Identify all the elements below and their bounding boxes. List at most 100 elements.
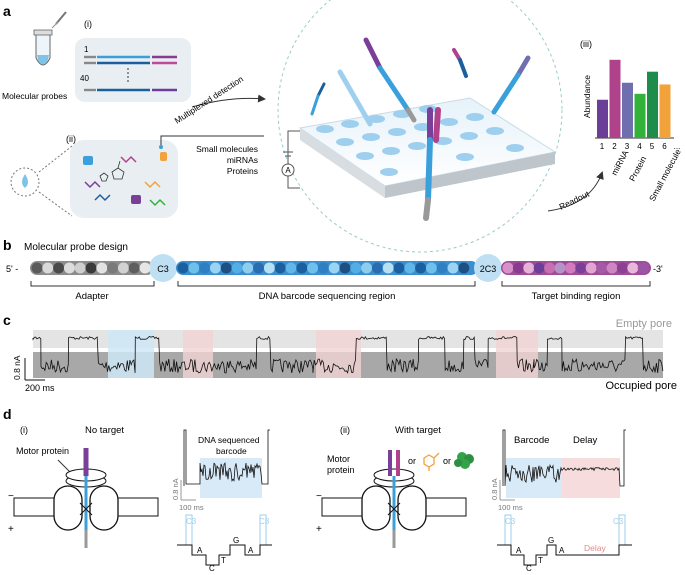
protein-icon [454, 452, 474, 469]
barcode-bead [371, 262, 383, 274]
panel-c-label: c [3, 312, 11, 328]
motor-label-ii-2: protein [327, 465, 355, 475]
droplet-icon [10, 167, 40, 197]
target-bead [606, 262, 618, 274]
bar-2 [609, 59, 621, 138]
step-i-0: A [197, 546, 203, 555]
readout-arrow [547, 171, 604, 212]
analyte-proteins: Proteins [227, 166, 258, 176]
d1-scale-ms: 100 ms [179, 503, 204, 512]
sub-i-label: (i) [84, 19, 92, 29]
d2-scale-nA: 0.8 nA [490, 478, 499, 500]
zoom-line-1 [38, 145, 73, 173]
highlight-pink-1 [183, 330, 213, 378]
dna-sequenced-label-2: barcode [216, 446, 247, 456]
adapter-bead [74, 262, 86, 274]
dna-sequenced-label-1: DNA sequenced [198, 435, 260, 445]
c3-label: C3 [157, 264, 169, 274]
row-first-label: 1 [84, 45, 89, 54]
trace-i [183, 429, 270, 486]
xtick-0: 1 [600, 142, 605, 151]
no-target-label: No target [85, 425, 124, 436]
probe-rows [84, 55, 177, 92]
target-bead [512, 262, 524, 274]
step-diagram-ii: C3 C3 A C T G A Delay [497, 514, 632, 573]
barcode-bead [361, 262, 373, 274]
barcode-bead [317, 262, 329, 274]
analyte-small-molecules: Small molecules [196, 144, 258, 154]
step-ii-0: A [516, 546, 522, 555]
or-label-1: or [408, 456, 416, 466]
scale-y-label: 0.8 nA [12, 355, 22, 380]
step-i-3: G [233, 536, 239, 545]
c3-step-right-i: C3 [259, 517, 270, 526]
step-i-4: A [248, 546, 254, 555]
barcode-bead [328, 262, 340, 274]
small-molecule-icon [423, 452, 440, 471]
adapter-label: Adapter [75, 291, 108, 302]
adapter-bead [139, 262, 151, 274]
xtick-1: 2 [612, 142, 617, 151]
sample-contents [83, 152, 167, 207]
barcode-region-label: DNA barcode sequencing region [259, 291, 396, 302]
minus-sign-ii: − [316, 491, 322, 502]
plus-sign-ii: + [316, 524, 322, 535]
motor-label-ii-1: Motor [327, 454, 350, 464]
readout-label: Readout [557, 188, 591, 211]
target-bead [575, 262, 587, 274]
nanopore-ii-icon [321, 450, 467, 548]
step-i-2: T [221, 556, 226, 565]
d2-scale-ms: 100 ms [498, 503, 523, 512]
d-sub-ii-label: (ii) [340, 425, 350, 435]
barcode-bead [447, 262, 459, 274]
chart-category-small-molecule: Small molecule [647, 147, 683, 203]
panel-d-label: d [3, 406, 12, 422]
bar-5 [647, 71, 658, 138]
barcode-bracket [177, 281, 476, 287]
analyte-dot [159, 145, 163, 149]
target-bead [554, 262, 566, 274]
barcode-bead [296, 262, 308, 274]
barcode-bead [242, 262, 254, 274]
c3-step-left-ii: C3 [505, 517, 516, 526]
barcode-bead [231, 262, 243, 274]
step-ii-2: T [538, 556, 543, 565]
panel-a-label: a [3, 3, 11, 19]
c3-step-right-ii: C3 [613, 517, 624, 526]
barcode-bead [285, 262, 297, 274]
bar-3 [622, 82, 633, 138]
delay-label: Delay [573, 435, 598, 446]
barcode-bead [404, 262, 416, 274]
barcode-label: Barcode [514, 435, 549, 446]
barcode-bead [274, 262, 286, 274]
xtick-4: 5 [650, 142, 655, 151]
adapter-bead [128, 262, 140, 274]
with-target-label: With target [395, 425, 441, 436]
probe-list-box [75, 38, 191, 102]
probe-strands [310, 37, 531, 221]
multiplex-arrow [191, 94, 266, 108]
or-label-2: or [443, 456, 451, 466]
two-c3-label: 2C3 [480, 264, 497, 274]
barcode-bead [177, 262, 189, 274]
panel-d: d (i) No target Motor protein − + DNA se… [3, 406, 632, 573]
chart-category-protein: Protein [627, 154, 649, 183]
barcode-bead [307, 262, 319, 274]
abundance-chart [595, 59, 674, 139]
sub-ii-label: (ii) [66, 134, 76, 144]
step-ii-4: A [559, 546, 565, 555]
d-sub-i-label: (i) [20, 425, 28, 435]
delay-step-label: Delay [584, 543, 606, 553]
zoom-circle [277, 0, 563, 253]
target-bead [523, 262, 535, 274]
chart-category-mirna: miRNA [609, 148, 631, 177]
ammeter-label: A [285, 166, 291, 175]
panel-b: b Molecular probe design 5' - -3' C3 2C3… [3, 237, 663, 302]
adapter-beads [31, 262, 151, 274]
three-prime-label: -3' [653, 264, 663, 274]
highlight-blue [108, 330, 154, 378]
xtick-5: 6 [662, 142, 667, 151]
step-ii-3: G [548, 536, 554, 545]
